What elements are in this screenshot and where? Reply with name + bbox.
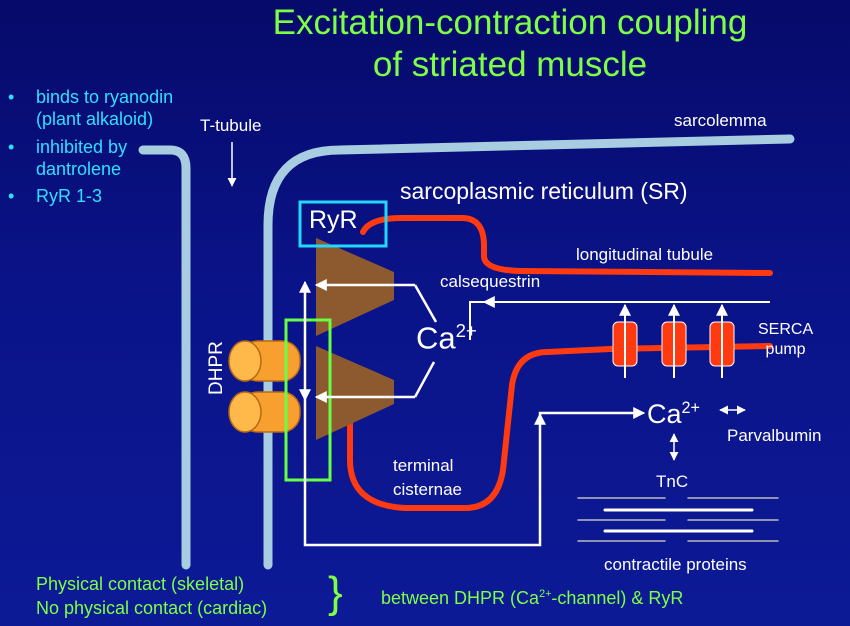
bullet-text: (plant alkaloid) xyxy=(36,109,154,129)
terminal-line-1: terminal xyxy=(393,456,454,475)
t-tubule-label: T-tubule xyxy=(200,116,262,135)
sr-membrane xyxy=(360,215,773,276)
serca-label: SERCA pump xyxy=(758,320,813,360)
dhpr-highlight-box xyxy=(284,318,332,482)
contractile-proteins-label: contractile proteins xyxy=(604,555,747,574)
brace-symbol: } xyxy=(328,568,343,617)
terminal-cisternae-label: terminal cisternae xyxy=(393,454,462,502)
ca-cytosol-label: Ca2+ xyxy=(647,399,700,430)
ca-symbol: Ca xyxy=(416,320,456,356)
between-text-post: -channel) & RyR xyxy=(551,588,684,608)
bullet-text: RyR 1-3 xyxy=(36,186,103,206)
between-note: between DHPR (Ca2+-channel) & RyR xyxy=(381,588,683,609)
cardiac-contact-note: No physical contact (cardiac) xyxy=(36,598,268,618)
serca-uptake-arrows xyxy=(469,296,770,378)
bullet-text: binds to ryanodin xyxy=(36,87,174,107)
bullet-marker: • xyxy=(8,137,15,157)
title-line-2: of striated muscle xyxy=(372,45,648,84)
sarcolemma-label: sarcolemma xyxy=(674,111,767,130)
tnc-label: TnC xyxy=(656,472,689,491)
title-line-1: Excitation-contraction coupling xyxy=(272,3,748,42)
t-tubule-wall-left xyxy=(138,145,191,570)
bullet-marker: • xyxy=(8,87,15,107)
ca-charge: 2+ xyxy=(681,399,700,417)
slide-title: Excitation-contraction coupling of stria… xyxy=(210,2,810,86)
bullet-text: inhibited by xyxy=(36,137,128,157)
sr-terminal-cisterna xyxy=(347,343,773,511)
sr-label: sarcoplasmic reticulum (SR) xyxy=(400,178,688,204)
ca-ion-label: Ca2+ xyxy=(416,320,477,356)
terminal-line-2: cisternae xyxy=(393,480,462,499)
skeletal-contact-note: Physical contact (skeletal) xyxy=(36,574,245,594)
ca-symbol: Ca xyxy=(647,399,682,429)
calsequestrin-label: calsequestrin xyxy=(440,272,541,291)
ca-release-arrows xyxy=(303,283,642,547)
ca-charge: 2+ xyxy=(455,320,477,341)
sarcolemma-membrane xyxy=(263,134,795,570)
parvalbumin-label: Parvalbumin xyxy=(727,426,822,445)
ryr-highlight-box xyxy=(298,200,388,248)
bullet-text: dantrolene xyxy=(36,159,122,179)
serca-line-1: SERCA xyxy=(758,321,814,338)
contractile-filaments xyxy=(577,497,779,542)
between-charge: 2+ xyxy=(539,588,552,600)
ca-binding-arrows xyxy=(669,405,746,461)
dhpr-label: DHPR xyxy=(206,341,227,395)
ryr-channel-icons xyxy=(316,238,394,440)
serca-line-2: pump xyxy=(765,341,806,358)
bullet-marker: • xyxy=(8,186,15,206)
longitudinal-tubule-label: longitudinal tubule xyxy=(576,245,714,264)
ryr-label: RyR xyxy=(309,206,358,234)
between-text-pre: between DHPR (Ca xyxy=(381,588,540,608)
